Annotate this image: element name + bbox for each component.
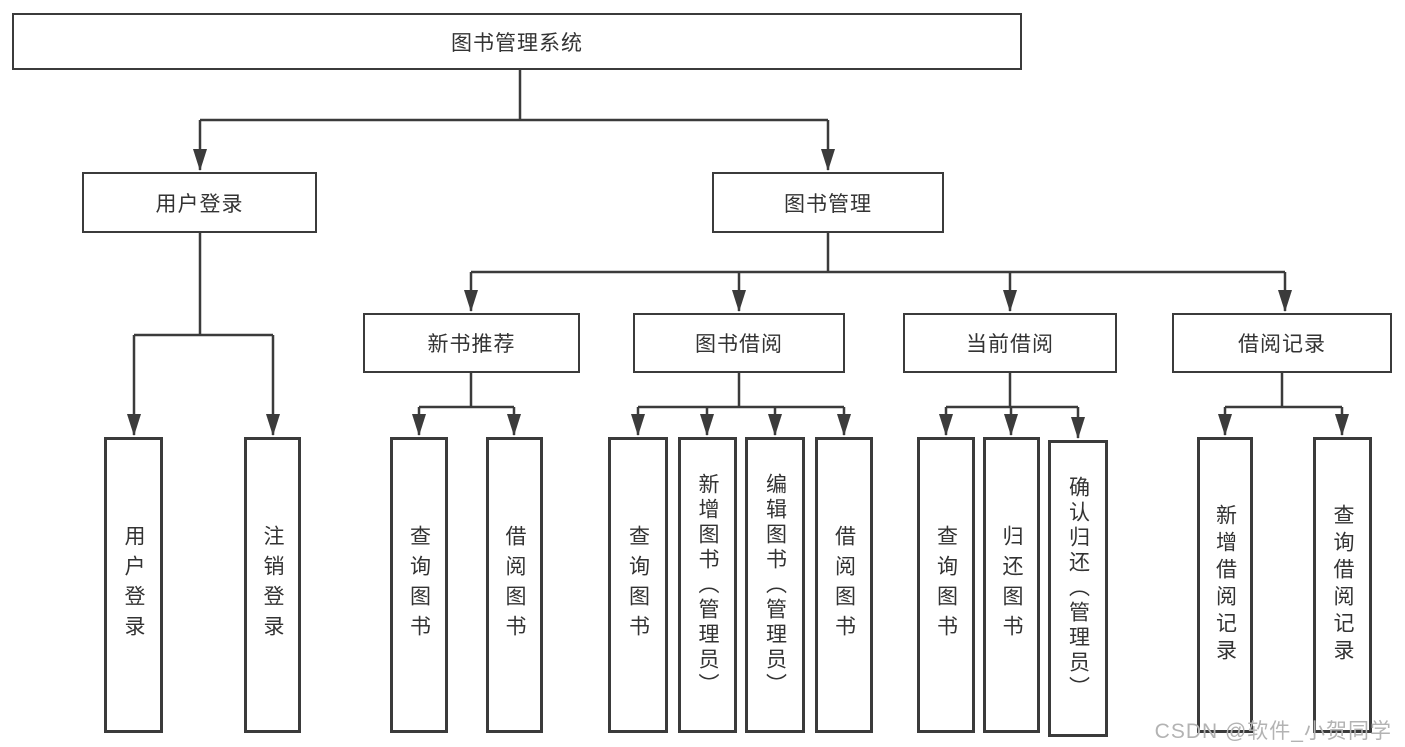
leaf-borrow-books-1: 借阅图书 bbox=[486, 437, 543, 733]
leaf-label: 新增图书（管理员） bbox=[696, 472, 719, 698]
leaf-label: 借阅图书 bbox=[503, 525, 526, 645]
node-new-book-recommend: 新书推荐 bbox=[363, 313, 580, 373]
leaf-label: 归还图书 bbox=[1000, 525, 1023, 645]
node-borrowing-records: 借阅记录 bbox=[1172, 313, 1392, 373]
leaf-label: 查询借阅记录 bbox=[1331, 504, 1354, 666]
leaf-label: 确认归还（管理员） bbox=[1066, 476, 1090, 701]
leaf-edit-book-admin: 编辑图书（管理员） bbox=[745, 437, 805, 733]
leaf-label: 用户登录 bbox=[122, 525, 145, 645]
leaf-logout: 注销登录 bbox=[244, 437, 301, 733]
leaf-borrow-books-2: 借阅图书 bbox=[815, 437, 873, 733]
node-user-login: 用户登录 bbox=[82, 172, 317, 233]
leaf-return-books: 归还图书 bbox=[983, 437, 1040, 733]
node-book-borrowing: 图书借阅 bbox=[633, 313, 845, 373]
leaf-label: 查询图书 bbox=[934, 525, 958, 645]
node-root-system: 图书管理系统 bbox=[12, 13, 1022, 70]
leaf-query-books-2: 查询图书 bbox=[608, 437, 668, 733]
leaf-label: 编辑图书（管理员） bbox=[763, 472, 787, 698]
leaf-user-login: 用户登录 bbox=[104, 437, 163, 733]
node-current-borrowing: 当前借阅 bbox=[903, 313, 1117, 373]
leaf-label: 查询图书 bbox=[626, 525, 650, 645]
node-book-management: 图书管理 bbox=[712, 172, 944, 233]
leaf-confirm-return-admin: 确认归还（管理员） bbox=[1048, 440, 1108, 737]
leaf-label: 注销登录 bbox=[261, 525, 284, 645]
leaf-label: 查询图书 bbox=[407, 525, 431, 645]
leaf-add-borrow-record: 新增借阅记录 bbox=[1197, 437, 1253, 733]
leaf-query-borrow-record: 查询借阅记录 bbox=[1313, 437, 1372, 733]
leaf-query-books-3: 查询图书 bbox=[917, 437, 975, 733]
leaf-query-books-1: 查询图书 bbox=[390, 437, 448, 733]
leaf-add-book-admin: 新增图书（管理员） bbox=[678, 437, 737, 733]
csdn-watermark: CSDN @软件_小贺同学 bbox=[1154, 720, 1392, 743]
leaf-label: 借阅图书 bbox=[832, 525, 856, 645]
leaf-label: 新增借阅记录 bbox=[1213, 504, 1237, 666]
